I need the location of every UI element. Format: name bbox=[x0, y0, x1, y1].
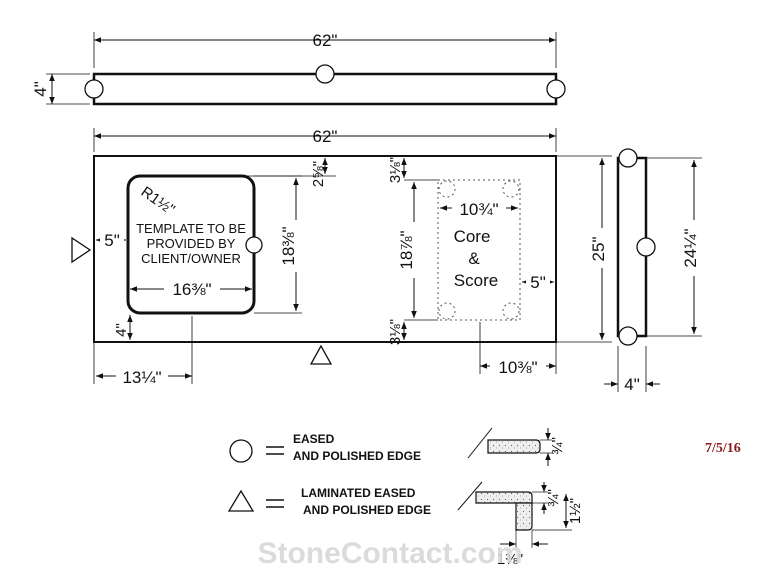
legend-eased-line2: AND POLISHED EDGE bbox=[293, 449, 421, 463]
eased-edge-icon bbox=[618, 148, 638, 168]
legend: EASED AND POLISHED EDGE ¾" LAMINATED EAS… bbox=[227, 427, 584, 568]
core-hole bbox=[502, 302, 520, 320]
sink-note-line3: CLIENT/OWNER bbox=[141, 251, 241, 266]
watermark: StoneContact.com bbox=[257, 537, 522, 570]
sink-radius-label: R1½" bbox=[138, 183, 178, 218]
core-center-label: 10⅜" bbox=[498, 358, 537, 377]
sink-width-label: 16⅜" bbox=[172, 280, 211, 299]
sink-back-offset-label: 2⅝" bbox=[310, 161, 327, 187]
main-slab-outline bbox=[93, 155, 557, 343]
core-right-offset-label: 5" bbox=[530, 273, 546, 292]
main-view: 62" R1½" TEMPLATE TO BE PROVIDED BY CLIE… bbox=[71, 127, 612, 387]
side-view: 24¼" 4" bbox=[604, 148, 702, 394]
laminated-edge-icon bbox=[309, 344, 333, 365]
core-height-label: 18⅞" bbox=[397, 230, 416, 269]
laminated-profile-width-label: 1⅜" bbox=[497, 551, 523, 568]
core-width-label: 10¾" bbox=[459, 200, 498, 219]
sink-center-label: 13¼" bbox=[122, 368, 161, 387]
core-score-cutout bbox=[437, 179, 521, 321]
main-length-label: 62" bbox=[313, 127, 338, 146]
sink-left-offset-label: 5" bbox=[104, 231, 120, 250]
legend-eased-line1: EASED bbox=[293, 432, 335, 446]
top-view: 62" 4" bbox=[31, 31, 566, 106]
sink-front-offset-label: 4" bbox=[113, 323, 130, 337]
drawing-date: 7/5/16 bbox=[705, 441, 741, 456]
core-hole bbox=[502, 180, 520, 198]
top-length-label: 62" bbox=[313, 31, 338, 50]
eased-edge-icon bbox=[315, 64, 335, 84]
side-depth-label: 24¼" bbox=[681, 228, 700, 267]
eased-edge-icon bbox=[618, 326, 638, 346]
side-thickness-label: 4" bbox=[624, 375, 640, 394]
core-hole bbox=[438, 180, 456, 198]
core-bottom-offset-label: 3⅛" bbox=[387, 319, 404, 345]
sink-note-line2: PROVIDED BY bbox=[147, 236, 236, 251]
eased-edge-icon bbox=[546, 79, 566, 99]
top-depth-label: 4" bbox=[31, 81, 50, 97]
sink-height-label: 18⅜" bbox=[279, 226, 298, 265]
sink-note-line1: TEMPLATE TO BE bbox=[136, 221, 246, 236]
eased-edge-icon bbox=[229, 439, 253, 463]
eased-profile-sketch: ¾" bbox=[467, 427, 566, 466]
laminated-edge-icon bbox=[227, 489, 255, 512]
eased-edge-icon bbox=[245, 236, 263, 254]
eased-edge-icon bbox=[84, 79, 104, 99]
legend-laminated-line1: LAMINATED EASED bbox=[301, 486, 416, 500]
main-depth-label: 25" bbox=[589, 237, 608, 262]
laminated-profile-total-label: 1½" bbox=[567, 498, 584, 524]
core-hole bbox=[438, 302, 456, 320]
laminated-profile-top-label: ¾" bbox=[545, 489, 562, 507]
core-top-offset-label: 3⅛" bbox=[387, 157, 404, 183]
core-label-line1: Core bbox=[454, 227, 491, 246]
eased-edge-icon bbox=[636, 237, 656, 257]
eased-profile-label: ¾" bbox=[549, 437, 566, 455]
core-label-line2: & bbox=[468, 249, 480, 268]
legend-laminated-line2: AND POLISHED EDGE bbox=[303, 503, 431, 517]
laminated-profile-sketch: ¾" 1½" 1⅜" bbox=[457, 481, 584, 568]
core-label-line3: Score bbox=[454, 271, 498, 290]
laminated-edge-icon bbox=[71, 236, 92, 264]
